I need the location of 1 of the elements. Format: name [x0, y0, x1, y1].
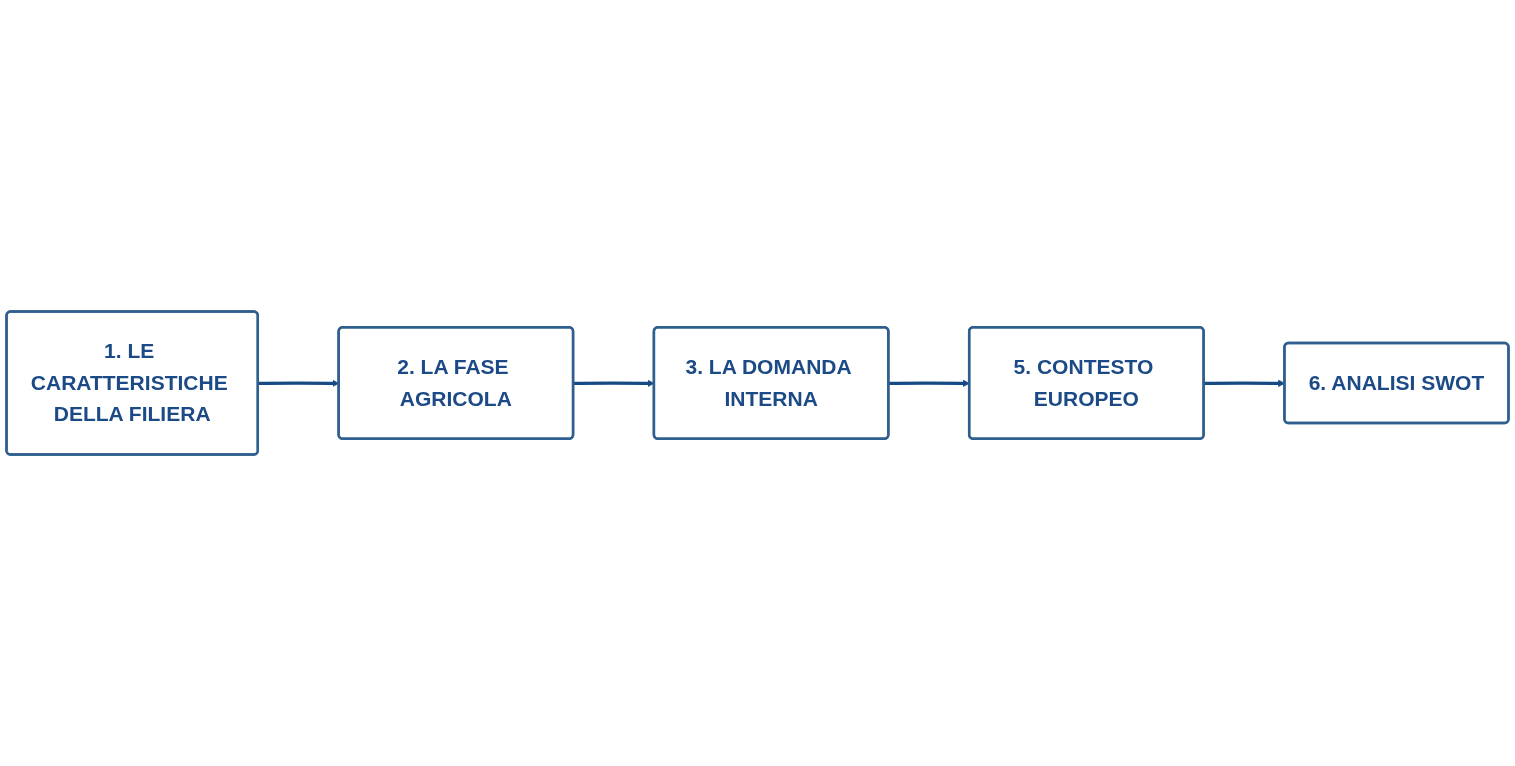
arrow	[888, 379, 970, 387]
